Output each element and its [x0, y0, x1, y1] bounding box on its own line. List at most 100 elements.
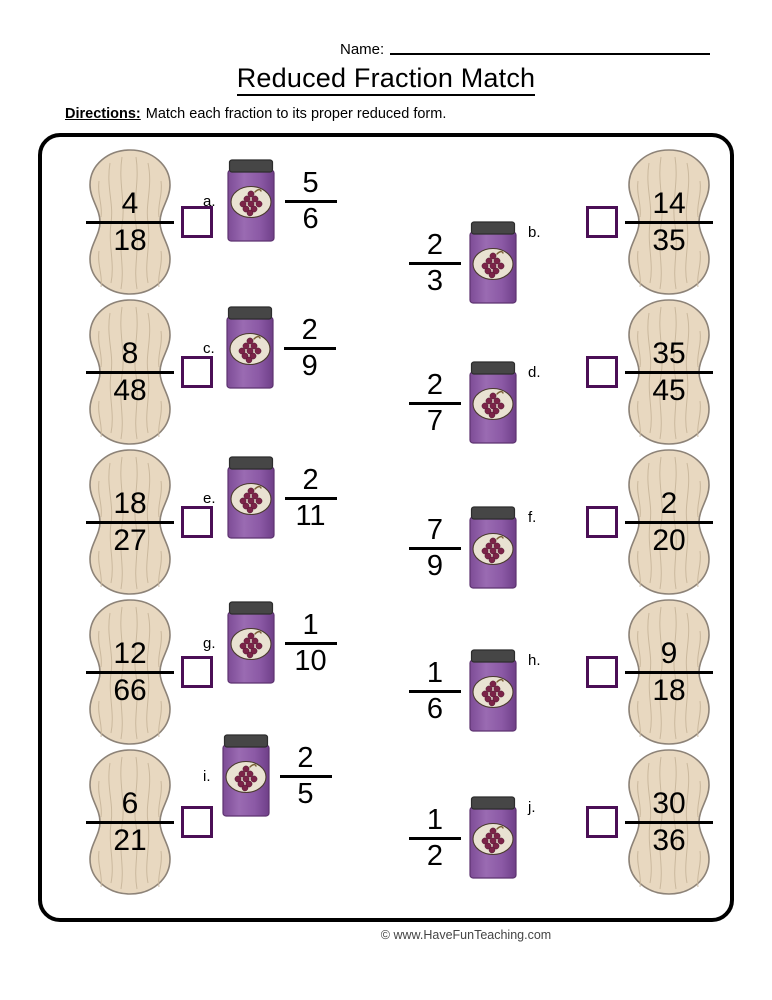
fraction-denominator: 45: [652, 373, 686, 407]
item-letter: a.: [203, 192, 216, 210]
fraction-numerator: 2: [426, 228, 444, 261]
fraction-numerator: 12: [113, 636, 147, 670]
jelly-jar-graphic: [224, 600, 278, 686]
jelly-jar-graphic: [466, 505, 520, 591]
fraction-denominator: 9: [301, 349, 318, 382]
fraction-bar: [279, 774, 332, 778]
directions: Directions:Match each fraction to its pr…: [65, 106, 446, 123]
item-letter: i.: [203, 767, 211, 785]
item-letter: h.: [528, 652, 541, 669]
fraction-denominator: 5: [297, 777, 314, 810]
jelly-jar-graphic: [466, 360, 520, 446]
item-letter: d.: [528, 364, 541, 381]
fraction-numerator: 2: [302, 463, 319, 496]
fraction-denominator: 36: [652, 823, 686, 857]
fraction-denominator: 27: [113, 523, 147, 557]
name-write-line[interactable]: [390, 53, 711, 55]
fraction-bar: [625, 220, 713, 224]
fraction-numerator: 1: [426, 656, 444, 689]
fraction-numerator: 30: [652, 786, 686, 820]
answer-box[interactable]: [586, 656, 618, 688]
answer-box[interactable]: [586, 356, 618, 388]
answer-box[interactable]: [586, 806, 618, 838]
fraction-numerator: 6: [121, 786, 139, 820]
item-letter: c.: [203, 339, 215, 357]
answer-box[interactable]: [586, 206, 618, 238]
item-letter: f.: [528, 509, 537, 526]
answer-box[interactable]: [181, 506, 213, 538]
answer-box[interactable]: [181, 356, 213, 388]
fraction-bar: [284, 496, 337, 500]
fraction-numerator: 4: [121, 186, 139, 220]
fraction-numerator: 2: [660, 486, 678, 520]
answer-box[interactable]: [181, 656, 213, 688]
fraction-numerator: 18: [113, 486, 147, 520]
fraction-denominator: 3: [426, 264, 444, 297]
jelly-jar-graphic: [224, 158, 278, 244]
name-field-row: Name:: [340, 42, 711, 58]
jelly-jar-graphic: [466, 648, 520, 734]
footer-copyright: © www.HaveFunTeaching.com: [380, 928, 552, 942]
fraction-bar: [86, 220, 174, 224]
page-title-text: Reduced Fraction Match: [236, 63, 536, 96]
fraction-denominator: 11: [295, 499, 326, 532]
fraction-bar: [409, 261, 461, 265]
fraction-numerator: 9: [660, 636, 678, 670]
answer-box[interactable]: [586, 506, 618, 538]
fraction-denominator: 18: [113, 223, 147, 257]
directions-label: Directions:: [65, 106, 141, 122]
fraction-bar: [625, 370, 713, 374]
fraction-bar: [284, 199, 337, 203]
page-title: Reduced Fraction Match: [0, 62, 772, 96]
fraction-denominator: 18: [652, 673, 686, 707]
fraction-bar: [86, 820, 174, 824]
fraction-denominator: 2: [426, 839, 444, 872]
answer-box[interactable]: [181, 806, 213, 838]
fraction-denominator: 10: [294, 644, 327, 677]
fraction-bar: [86, 670, 174, 674]
fraction-bar: [625, 670, 713, 674]
item-letter: g.: [203, 634, 216, 652]
fraction-bar: [625, 520, 713, 524]
fraction-numerator: 1: [426, 803, 444, 836]
item-letter: b.: [528, 224, 541, 241]
fraction-bar: [409, 546, 461, 550]
fraction-numerator: 14: [652, 186, 686, 220]
fraction-denominator: 9: [426, 549, 444, 582]
fraction-bar: [284, 641, 337, 645]
answer-box[interactable]: [181, 206, 213, 238]
fraction-denominator: 7: [426, 404, 444, 437]
fraction-numerator: 2: [297, 741, 314, 774]
